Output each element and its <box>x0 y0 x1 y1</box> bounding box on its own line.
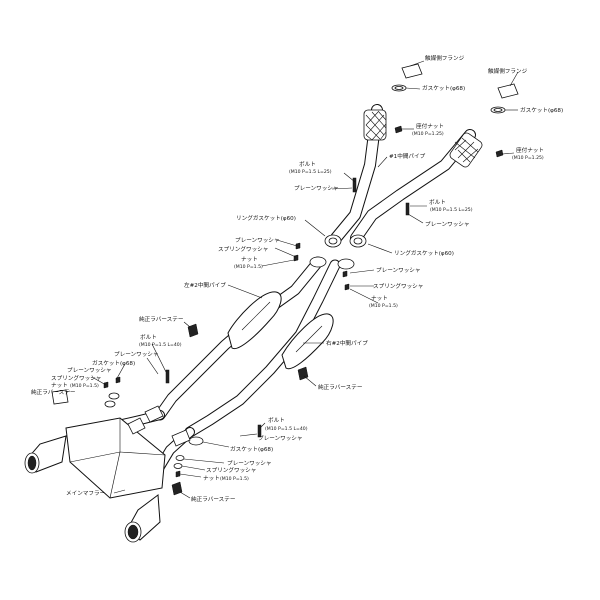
main-muffler <box>55 417 166 499</box>
resonator-right <box>281 313 334 370</box>
label-bolt-g-spec: (M10 P=1.5 L=40) <box>265 426 308 432</box>
label-bolt-b: ボルト <box>429 198 446 206</box>
label-ring-gasket-left: リングガスケット(φ60) <box>236 214 296 222</box>
label-bolt-g: ボルト <box>268 416 285 424</box>
resonator-left <box>227 291 282 350</box>
label-front-pipe1: #1中間パイプ <box>389 152 426 160</box>
label-gasket68-e: ガスケット(φ68) <box>92 359 135 367</box>
label-nut-d: ナット <box>371 295 388 302</box>
label-washer-c: プレーンワッシャ <box>235 237 279 244</box>
label-nut-c: ナット <box>241 256 258 263</box>
label-rubber-stay-b: 純正ラバーステー <box>318 383 363 391</box>
label-bolt-a: ボルト <box>299 160 316 168</box>
label-spring-washer-h: スプリングワッシャ <box>206 466 256 474</box>
label-nut-c-spec: (M10 P=1.5) <box>234 264 263 270</box>
label-rubber-stay-a: 純正ラバーステー <box>139 315 184 323</box>
labels: 触媒側フランジ ガスケット(φ68) 座付ナット (M10 P=1.25) 触媒… <box>31 54 563 503</box>
label-nut-h: ナット <box>203 475 220 482</box>
label-washer-f: プレーンワッシャ <box>67 367 111 374</box>
label-washer-d: プレーンワッシャ <box>376 267 420 274</box>
label-washer-b: プレーンワッシャ <box>425 221 469 228</box>
label-nut-f-spec: (M10 P=1.5) <box>70 383 99 389</box>
bolt-a-part <box>352 177 357 193</box>
leader-lines <box>65 60 519 499</box>
label-flange-left: 触媒側フランジ <box>425 54 465 62</box>
flange-left-part <box>401 63 423 79</box>
pipe-system <box>24 104 483 543</box>
tail-tip-left <box>24 435 67 474</box>
label-seat-nut-left: 座付ナット <box>416 122 444 130</box>
label-main-muffler: メインマフラー <box>66 490 106 497</box>
label-washer-a: プレーンワッシャ <box>294 185 338 192</box>
rubber-stay-b-part <box>297 366 309 381</box>
flex-joint-left <box>363 109 387 141</box>
label-nut-d-spec: (M10 P=1.5) <box>369 303 398 309</box>
rubber-stay-d-part <box>171 481 183 496</box>
label-bolt-e: ボルト <box>140 333 157 341</box>
label-bolt-e-spec: (M10 P=1.5 L=40) <box>139 342 182 348</box>
label-rubber-stay-c: 純正ラバーステー <box>31 388 76 396</box>
label-seat-nut-right-spec: (M10 P=1.25) <box>512 155 544 161</box>
label-right-pipe2: 右#2中間パイプ <box>326 339 368 347</box>
rubber-stay-c-part <box>51 389 69 405</box>
label-ring-gasket-right: リングガスケット(φ60) <box>394 249 454 257</box>
label-spring-washer-f: スプリングワッシャ <box>51 374 101 382</box>
bolt-g-part <box>257 424 262 438</box>
label-gasket68-right: ガスケット(φ68) <box>520 106 563 114</box>
hardware-parts <box>51 63 519 496</box>
flex-joint-right <box>449 132 483 168</box>
label-nut-h-spec: (M10 P=1.5) <box>220 476 249 482</box>
label-flange-right: 触媒側フランジ <box>488 67 528 75</box>
label-seat-nut-right: 座付ナット <box>516 146 544 154</box>
bolt-b-part <box>405 202 410 216</box>
label-spring-washer-c: スプリングワッシャ <box>218 245 268 253</box>
label-washer-e: プレーンワッシャ <box>114 351 158 358</box>
label-spring-washer-d: スプリングワッシャ <box>373 282 423 290</box>
label-left-pipe2: 左#2中間パイプ <box>184 281 226 289</box>
label-bolt-b-spec: (M10 P=1.5 L=25) <box>430 207 473 213</box>
label-rubber-stay-d: 純正ラバーステー <box>191 495 236 503</box>
label-nut-f: ナット <box>51 382 68 389</box>
tail-tip-right <box>124 494 161 543</box>
flange-right-part <box>497 83 519 99</box>
label-gasket68-left: ガスケット(φ68) <box>422 84 465 92</box>
label-gasket68-g: ガスケット(φ68) <box>230 445 273 453</box>
rubber-stay-a-part <box>187 323 199 338</box>
bolt-e-part <box>165 369 170 384</box>
label-washer-g: プレーンワッシャ <box>258 435 302 442</box>
label-seat-nut-left-spec: (M10 P=1.25) <box>412 131 444 137</box>
label-bolt-a-spec: (M10 P=1.5 L=25) <box>289 169 332 175</box>
label-washer-h: プレーンワッシャ <box>227 460 271 467</box>
